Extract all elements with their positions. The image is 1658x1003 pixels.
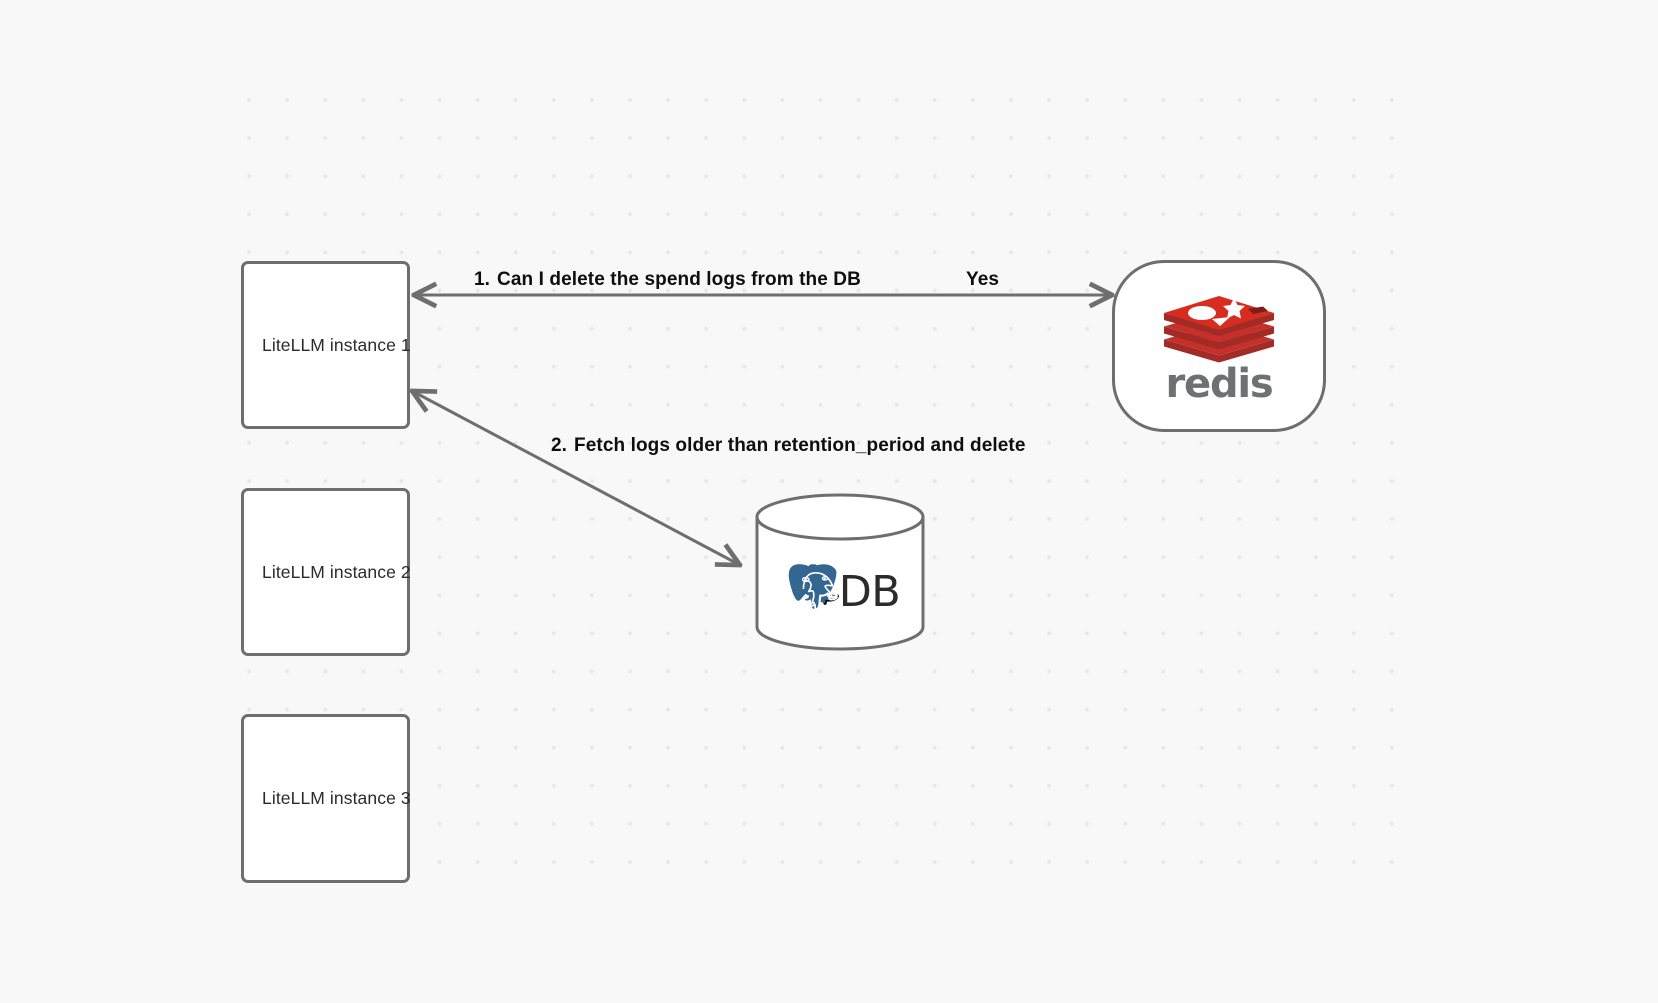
redis-logo: redis (1160, 292, 1278, 404)
node-litellm-instance-3[interactable]: LiteLLM instance 3 (241, 714, 411, 883)
edge-label-2: 2. Fetch logs older than retention_period… (551, 435, 1026, 458)
node-litellm-instance-2-label: LiteLLM instance 2 (262, 561, 411, 582)
edge-label-2-number: 2. (551, 435, 568, 456)
edge-label-1-reply: Yes (966, 269, 1000, 290)
edge-label-1-number: 1. (474, 269, 491, 290)
node-litellm-instance-3-label: LiteLLM instance 3 (262, 788, 411, 808)
cylinder-shape (755, 493, 925, 651)
node-litellm-instance-1[interactable]: LiteLLM instance 1 (241, 261, 411, 429)
edge-label-1-text: Can I delete the spend logs from the DB (497, 269, 861, 290)
redis-wordmark: redis (1165, 361, 1273, 407)
node-litellm-instance-1-label: LiteLLM instance 1 (262, 334, 411, 355)
postgresql-elephant-icon (785, 561, 839, 623)
edge-label-2-text: Fetch logs older than retention_period a… (574, 435, 1026, 456)
database-logo-row: DB (754, 512, 926, 672)
node-database[interactable]: DB (754, 492, 926, 652)
node-redis[interactable]: redis (1112, 260, 1326, 432)
edge-label-1: 1. Can I delete the spend logs from the D… (474, 269, 861, 292)
edge-litellm1-db (414, 392, 738, 564)
redis-stack-icon (1164, 296, 1274, 363)
database-label: DB (838, 566, 901, 617)
node-litellm-instance-2[interactable]: LiteLLM instance 2 (241, 488, 411, 656)
